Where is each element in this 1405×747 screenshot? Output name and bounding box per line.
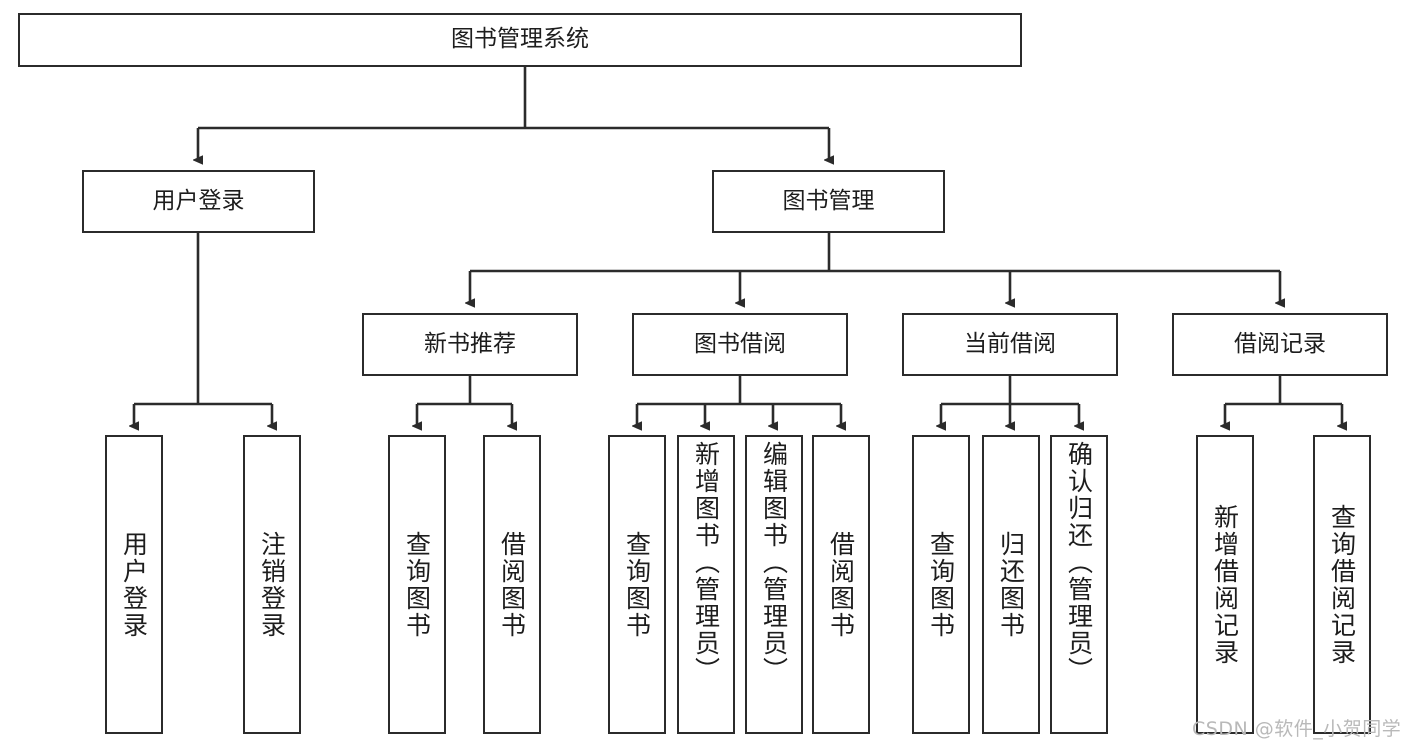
- node-label: 查询图书: [926, 530, 956, 639]
- node-label: 归还图书: [996, 530, 1026, 639]
- node-current-borrow[interactable]: 当前借阅: [902, 313, 1118, 376]
- node-label: 用户登录: [119, 530, 149, 639]
- node-label: 图书管理: [782, 187, 875, 214]
- node-label: 借阅记录: [1234, 330, 1326, 357]
- leaf-borrow-query-book[interactable]: 查询图书: [608, 435, 666, 734]
- leaf-newbook-query-book[interactable]: 查询图书: [388, 435, 446, 734]
- node-book-borrow[interactable]: 图书借阅: [632, 313, 848, 376]
- node-label: 编辑图书（管理员）: [759, 441, 789, 684]
- leaf-user-login[interactable]: 用户登录: [105, 435, 163, 734]
- node-label: 确认归还（管理员）: [1064, 441, 1094, 684]
- node-label: 图书借阅: [694, 330, 786, 357]
- node-label: 用户登录: [152, 187, 245, 214]
- node-label: 查询图书: [622, 530, 652, 639]
- node-label: 新书推荐: [424, 330, 516, 357]
- node-label: 图书管理系统: [451, 26, 589, 53]
- leaf-logout-login[interactable]: 注销登录: [243, 435, 301, 734]
- leaf-borrow-add-book-admin[interactable]: 新增图书（管理员）: [677, 435, 735, 734]
- node-user-login[interactable]: 用户登录: [82, 170, 315, 233]
- node-label: 新增借阅记录: [1210, 503, 1240, 666]
- leaf-newbook-borrow-book[interactable]: 借阅图书: [483, 435, 541, 734]
- leaf-borrow-edit-book-admin[interactable]: 编辑图书（管理员）: [745, 435, 803, 734]
- csdn-watermark: CSDN @软件_小贺同学: [1192, 718, 1402, 740]
- node-label: 当前借阅: [964, 330, 1056, 357]
- leaf-record-add-borrow-record[interactable]: 新增借阅记录: [1196, 435, 1254, 734]
- node-borrow-record[interactable]: 借阅记录: [1172, 313, 1388, 376]
- node-label: 借阅图书: [826, 530, 856, 639]
- leaf-borrow-borrow-book[interactable]: 借阅图书: [812, 435, 870, 734]
- node-label: 查询图书: [402, 530, 432, 639]
- leaf-record-query-borrow-record[interactable]: 查询借阅记录: [1313, 435, 1371, 734]
- leaf-current-confirm-return-admin[interactable]: 确认归还（管理员）: [1050, 435, 1108, 734]
- node-label: 借阅图书: [497, 530, 527, 639]
- leaf-current-query-book[interactable]: 查询图书: [912, 435, 970, 734]
- leaf-current-return-book[interactable]: 归还图书: [982, 435, 1040, 734]
- node-root-system[interactable]: 图书管理系统: [18, 13, 1022, 67]
- node-label: 新增图书（管理员）: [691, 441, 721, 684]
- node-label: 查询借阅记录: [1327, 503, 1357, 666]
- node-label: 注销登录: [257, 530, 287, 639]
- node-book-management[interactable]: 图书管理: [712, 170, 945, 233]
- node-new-book-recommend[interactable]: 新书推荐: [362, 313, 578, 376]
